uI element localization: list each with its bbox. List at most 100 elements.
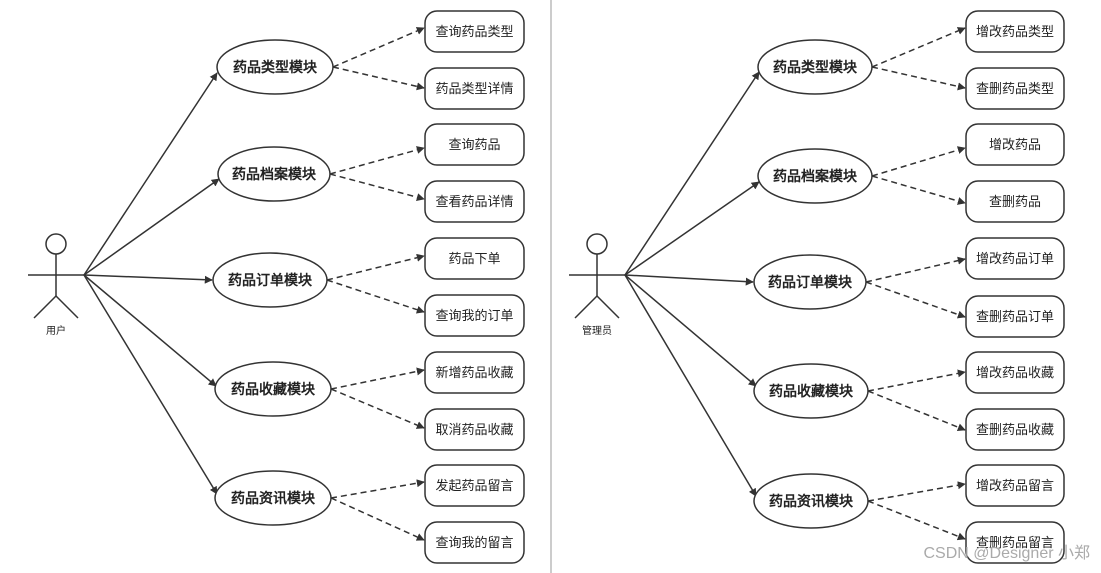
actor-link (83, 72, 218, 276)
actor-link (624, 71, 760, 276)
feature-box: 查询药品 (424, 123, 525, 166)
include-link (865, 281, 966, 319)
include-link (867, 369, 966, 392)
use-case-order-module: 药品订单模块 (753, 254, 867, 310)
feature-box-outline (424, 521, 525, 564)
feature-box-outline (424, 237, 525, 280)
use-case-ellipse (216, 39, 334, 95)
include-link (329, 146, 425, 175)
use-case-type-module: 药品类型模块 (757, 39, 873, 95)
use-case-label: 药品资讯模块 (769, 493, 854, 509)
feature-box-outline (424, 67, 525, 110)
use-case-label: 药品类型模块 (233, 59, 318, 75)
feature-box-outline (965, 295, 1065, 338)
include-link (326, 279, 425, 314)
feature-box-outline (424, 123, 525, 166)
feature-box-outline (424, 408, 525, 451)
use-case-label: 药品订单模块 (228, 272, 313, 288)
feature-box: 取消药品收藏 (424, 408, 525, 451)
use-case-ellipse (757, 148, 873, 204)
include-link (330, 497, 425, 541)
feature-box: 查看药品详情 (424, 180, 525, 223)
use-case-ellipse (753, 363, 869, 419)
actor-label: 用户 (46, 324, 66, 337)
feature-box: 查删药品留言 (965, 521, 1065, 564)
feature-box-outline (965, 521, 1065, 564)
feature-box-outline (965, 10, 1065, 53)
actor-link (83, 274, 213, 284)
use-case-favorite-module: 药品收藏模块 (753, 363, 869, 419)
use-case-type-module: 药品类型模块 (216, 39, 334, 95)
feature-box: 药品下单 (424, 237, 525, 280)
feature-box-outline (424, 294, 525, 337)
use-case-label: 药品收藏模块 (231, 381, 316, 397)
feature-label: 药品下单 (448, 251, 500, 266)
include-link (867, 481, 966, 502)
feature-box-outline (424, 351, 525, 394)
use-case-news-module: 药品资讯模块 (753, 473, 869, 529)
use-case-label: 药品类型模块 (773, 59, 858, 75)
feature-box: 查删药品类型 (965, 67, 1065, 110)
use-case-ellipse (214, 361, 332, 417)
use-case-ellipse (753, 254, 867, 310)
feature-label: 查询药品 (448, 137, 500, 152)
feature-box-outline (965, 180, 1065, 223)
watermark: CSDN @Designer 小郑 (923, 544, 1090, 562)
use-case-ellipse (217, 146, 331, 202)
actor-leg-right (596, 295, 620, 319)
use-case-ellipse (753, 473, 869, 529)
use-case-archive-module: 药品档案模块 (757, 148, 873, 204)
feature-box: 增改药品 (965, 123, 1065, 166)
actor-head (586, 233, 608, 255)
use-case-ellipse (212, 252, 328, 308)
feature-label: 查询我的留言 (435, 535, 513, 550)
use-case-order-module: 药品订单模块 (212, 252, 328, 308)
feature-label: 查删药品订单 (976, 309, 1054, 324)
feature-box-outline (424, 464, 525, 507)
feature-label: 查询我的订单 (435, 308, 513, 323)
include-link (871, 66, 966, 91)
feature-box: 增改药品订单 (965, 237, 1065, 280)
feature-label: 增改药品留言 (976, 478, 1054, 493)
actor-link (83, 178, 220, 276)
actor-link (624, 274, 754, 286)
feature-label: 增改药品类型 (976, 24, 1054, 39)
feature-box: 查删药品收藏 (965, 408, 1065, 451)
feature-box: 增改药品留言 (965, 464, 1065, 507)
feature-box-outline (424, 10, 525, 53)
feature-label: 查看药品详情 (435, 194, 513, 209)
feature-label: 增改药品订单 (976, 251, 1054, 266)
feature-label: 查删药品类型 (976, 81, 1054, 96)
feature-box: 增改药品类型 (965, 10, 1065, 53)
include-link (330, 367, 425, 390)
feature-box: 查询药品类型 (424, 10, 525, 53)
feature-box-outline (965, 408, 1065, 451)
include-link (330, 388, 425, 429)
use-case-favorite-module: 药品收藏模块 (214, 361, 332, 417)
right-panel: 管理员 药品类型模块 药品档案模块 (569, 10, 1065, 564)
feature-box-outline (965, 67, 1065, 110)
include-link (329, 173, 425, 202)
actor-link (624, 181, 760, 276)
include-link (865, 256, 966, 283)
actor-link (624, 274, 757, 387)
include-links (865, 27, 966, 541)
feature-box-outline (424, 180, 525, 223)
feature-label: 增改药品 (989, 137, 1041, 152)
actor-link (83, 274, 218, 495)
actor-user: 用户 (28, 233, 84, 337)
feature-box: 查询我的订单 (424, 294, 525, 337)
feature-label: 新增药品收藏 (435, 365, 513, 380)
include-link (332, 27, 425, 68)
actor-leg-left (33, 295, 57, 319)
use-case-ellipse (214, 470, 332, 526)
left-panel: 用户 药品类型模块 药品档案模块 (28, 10, 525, 564)
include-link (332, 66, 425, 91)
feature-label: 取消药品收藏 (435, 422, 513, 437)
use-case-label: 药品收藏模块 (769, 383, 854, 399)
feature-label: 查询药品类型 (435, 24, 513, 39)
use-case-archive-module: 药品档案模块 (217, 146, 331, 202)
actor-links (83, 72, 220, 495)
feature-box: 新增药品收藏 (424, 351, 525, 394)
feature-box: 查询我的留言 (424, 521, 525, 564)
